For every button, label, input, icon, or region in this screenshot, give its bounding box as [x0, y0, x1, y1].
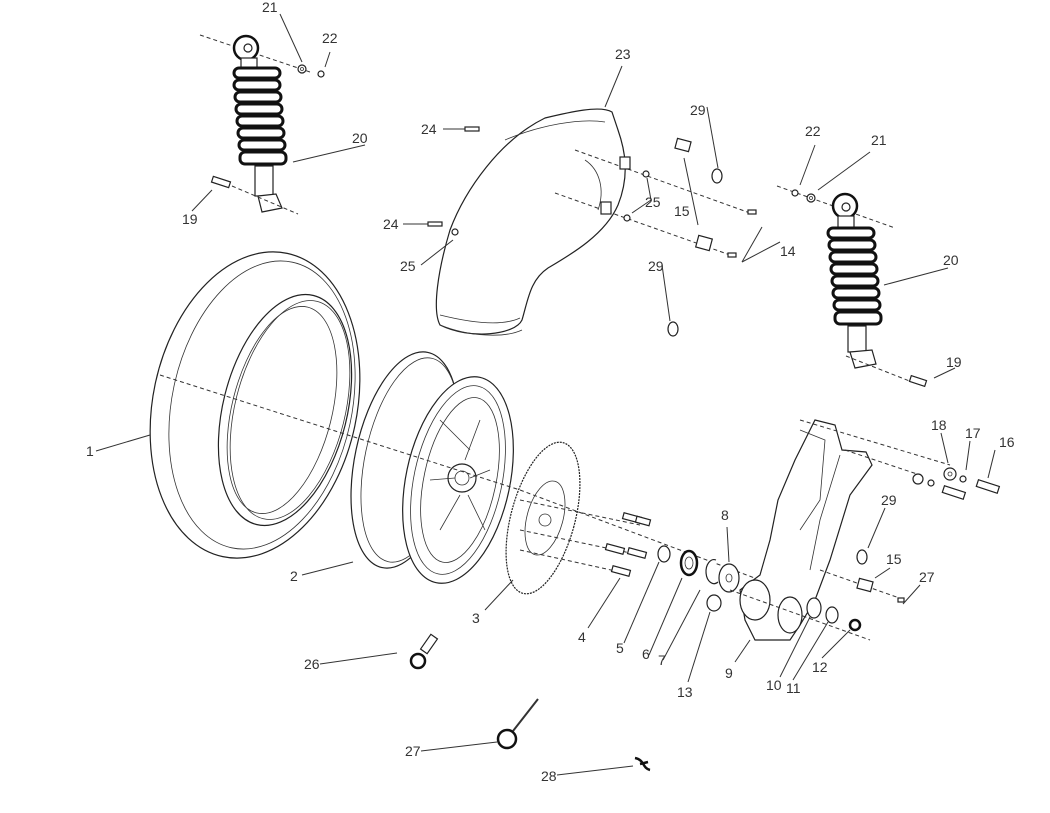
callout-15-lower: 15	[886, 551, 902, 567]
callout-2: 2	[290, 568, 298, 584]
grommet-29	[667, 168, 868, 565]
clip-nut-15-upper	[674, 137, 714, 252]
callout-15-upper: 15	[674, 203, 690, 219]
callout-24-lower: 24	[383, 216, 399, 232]
callout-7: 7	[658, 652, 666, 668]
bolt-19-right	[908, 374, 928, 388]
callout-9: 9	[725, 665, 733, 681]
callout-27-lower: 27	[405, 743, 421, 759]
callout-10: 10	[766, 677, 782, 693]
callout-11: 11	[786, 680, 801, 696]
callout-21-left: 21	[262, 0, 278, 15]
washer-21-right	[806, 193, 816, 203]
washer-21-left	[297, 64, 307, 74]
screw-24-lower	[403, 221, 443, 227]
clip-28	[634, 756, 651, 772]
callout-26: 26	[304, 656, 320, 672]
axle-line	[519, 489, 761, 581]
screw-24-upper	[443, 126, 480, 132]
callout-6: 6	[642, 646, 650, 662]
callout-29-upper: 29	[690, 102, 706, 118]
callout-19-right: 19	[946, 354, 962, 370]
callout-13: 13	[677, 684, 693, 700]
callout-19-left: 19	[182, 211, 198, 227]
clip-25-parts	[451, 170, 650, 236]
callout-24-upper: 24	[421, 121, 437, 137]
callout-29-right: 29	[881, 492, 897, 508]
callout-12: 12	[812, 659, 828, 675]
rear-fender	[435, 108, 751, 336]
callout-20-right: 20	[943, 252, 959, 268]
swing-arm-hardware	[806, 467, 1001, 632]
callout-18: 18	[931, 417, 947, 433]
axle-hardware	[657, 545, 740, 612]
callout-21-right: 21	[871, 132, 887, 148]
bolts-14	[727, 209, 757, 258]
callout-28: 28	[541, 768, 557, 784]
nut-22-left	[317, 70, 325, 78]
callout-14: 14	[780, 243, 796, 259]
callout-8: 8	[721, 507, 729, 523]
callout-4: 4	[578, 629, 586, 645]
callout-25-left: 25	[400, 258, 416, 274]
nut-22-right	[791, 189, 799, 197]
swing-arm	[729, 419, 951, 641]
callout-3: 3	[472, 610, 480, 626]
callout-16: 16	[999, 434, 1015, 450]
brake-disc	[505, 441, 581, 595]
disc-bolts	[604, 512, 652, 577]
callout-23: 23	[615, 46, 631, 62]
tire-valve	[409, 633, 439, 670]
callout-1: 1	[86, 443, 94, 459]
shock-absorber-left	[199, 34, 311, 215]
callout-22-left: 22	[322, 30, 338, 46]
callout-29-middle: 29	[648, 258, 664, 274]
callout-labels: 1 2 3 4 5 6 7 8 9 10 11 12 13 14 15 15 1…	[86, 0, 1015, 784]
callout-22-right: 22	[805, 123, 821, 139]
callout-5: 5	[616, 640, 624, 656]
leader-lines	[95, 13, 996, 776]
shock-absorber-right	[776, 185, 913, 383]
callout-27-right: 27	[919, 569, 935, 585]
callout-25-right: 25	[645, 194, 661, 210]
callout-17: 17	[965, 425, 981, 441]
callout-20-left: 20	[352, 130, 368, 146]
wheel-rim	[350, 351, 514, 584]
cotter-pin	[496, 698, 539, 750]
bolt-19-left	[210, 175, 232, 189]
